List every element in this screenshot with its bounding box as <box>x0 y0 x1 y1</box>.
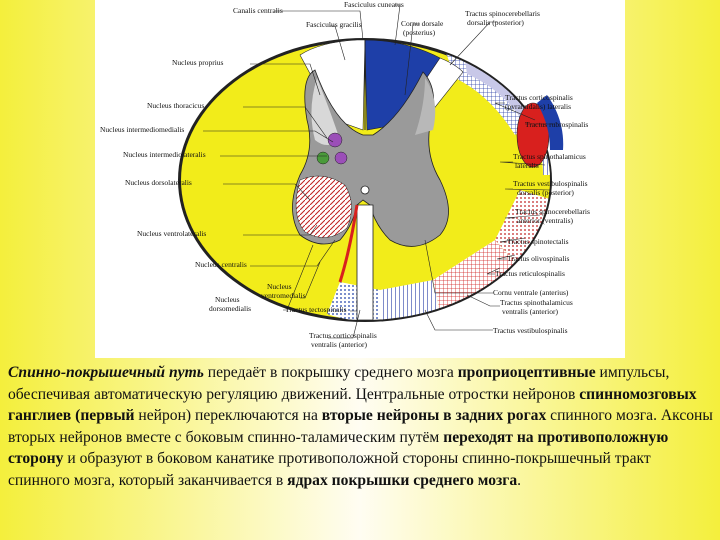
label-nucleus-centralis: Nucleus centralis <box>195 260 247 269</box>
label-tractus-spinotectalis: Tractus spinotectalis <box>507 237 569 246</box>
label-tractus-vestibulospinalis: Tractus vestibulospinalis <box>493 326 568 335</box>
label-nucleus-dorsomedialis-2: dorsomedialis <box>209 304 251 313</box>
label-tract-cs-lateralis: Tractus corticospinalis <box>505 93 573 102</box>
label-nucleus-ventrolateralis: Nucleus ventrolateralis <box>137 229 206 238</box>
label-cornu-dorsale: Cornu dorsale <box>401 19 444 28</box>
caption-text: спинного мозга. Аксоны вторых нейронов в… <box>8 407 713 446</box>
label-canalis-centralis: Canalis centralis <box>233 6 283 15</box>
caption-text: импульсы, обеспечивая автоматическую рег… <box>8 364 670 403</box>
label-tract-cs-ventralis-2: ventralis (anterior) <box>311 340 368 349</box>
label-nucleus-ventromedialis-2: ventromedialis <box>261 291 306 300</box>
caption-emphasis: спинномозговых ганглиев (первый <box>8 385 697 425</box>
label-tractus-olivospinalis: Tractus olivospinalis <box>507 254 570 263</box>
label-nucleus-intermediolateralis: Nucleus intermediolateralis <box>123 150 206 159</box>
label-nucleus-ventromedialis: Nucleus <box>267 282 292 291</box>
label-cornu-ventrale: Cornu ventrale (anterius) <box>493 288 569 297</box>
label-tract-sc-dorsalis: Tractus spinocerebellaris <box>465 9 540 18</box>
label-nucleus-dorsolateralis: Nucleus dorsolateralis <box>125 178 192 187</box>
leader-lines <box>203 4 555 339</box>
label-fasciculus-gracilis: Fasciculus gracilis <box>306 20 362 29</box>
caption-emphasis: переходят на противоположную сторону <box>8 428 669 468</box>
caption-text: и образуют в боковом канатике противопол… <box>8 450 651 489</box>
label-tract-vs-dorsalis: Tractus vestibulospinalis <box>513 179 588 188</box>
caption-emphasis: ядрах покрышки среднего мозга <box>287 471 518 489</box>
caption-paragraph: Спинно-покрышечный путь передаёт в покры… <box>8 362 714 491</box>
label-fasciculus-cuneatus: Fasciculus cuneatus <box>344 0 404 9</box>
label-cornu-dorsale-2: (posterius) <box>403 28 436 37</box>
label-tractus-tectospinalis: Tractus tectospinalis <box>285 305 347 314</box>
diagram-labels: Canalis centralis Fasciculus cuneatus Fa… <box>100 0 590 349</box>
label-tract-st-anterior: Tractus spinothalamicus <box>500 298 573 307</box>
label-tractus-rubrospinalis: Tractus rubrospinalis <box>525 120 588 129</box>
label-nucleus-proprius: Nucleus proprius <box>172 58 224 67</box>
caption-emphasis: вторые нейроны в задних рогах <box>321 407 547 424</box>
label-tract-sc-anterior: Tractus spinocerebellaris <box>515 207 590 216</box>
label-nucleus-intermediomedialis: Nucleus intermediomedialis <box>100 125 184 134</box>
spinal-cord-diagram: Canalis centralis Fasciculus cuneatus Fa… <box>95 0 625 358</box>
label-tract-st-anterior-2: ventralis (anterior) <box>502 307 559 316</box>
label-tractus-reticulospinalis: Tractus reticulospinalis <box>495 269 565 278</box>
caption-term: Спинно-покрышечный путь <box>8 364 204 381</box>
label-tract-sc-anterior-2: anterior (ventralis) <box>517 216 574 225</box>
label-tract-cs-lateralis-2: (pyramidalis) lateralis <box>505 102 571 111</box>
caption-text: нейрон) переключаются на <box>134 407 322 424</box>
caption-text: . <box>517 471 522 489</box>
caption-text: передаёт в покрышку среднего мозга <box>203 364 458 381</box>
label-nucleus-dorsomedialis: Nucleus <box>215 295 240 304</box>
label-tract-sc-dorsalis-2: dorsalis (posterior) <box>467 18 524 27</box>
label-tract-st-lateralis: Tractus spinothalamicus <box>513 152 586 161</box>
caption-emphasis: проприоцептивные <box>457 364 596 381</box>
label-tract-vs-dorsalis-2: dorsalis (posterior) <box>517 188 574 197</box>
spinal-cord-section <box>178 38 564 322</box>
label-tract-st-lateralis-2: lateralis <box>515 161 539 170</box>
label-tract-cs-ventralis: Tractus corticospinalis <box>309 331 377 340</box>
label-nucleus-thoracicus: Nucleus thoracicus <box>147 101 204 110</box>
